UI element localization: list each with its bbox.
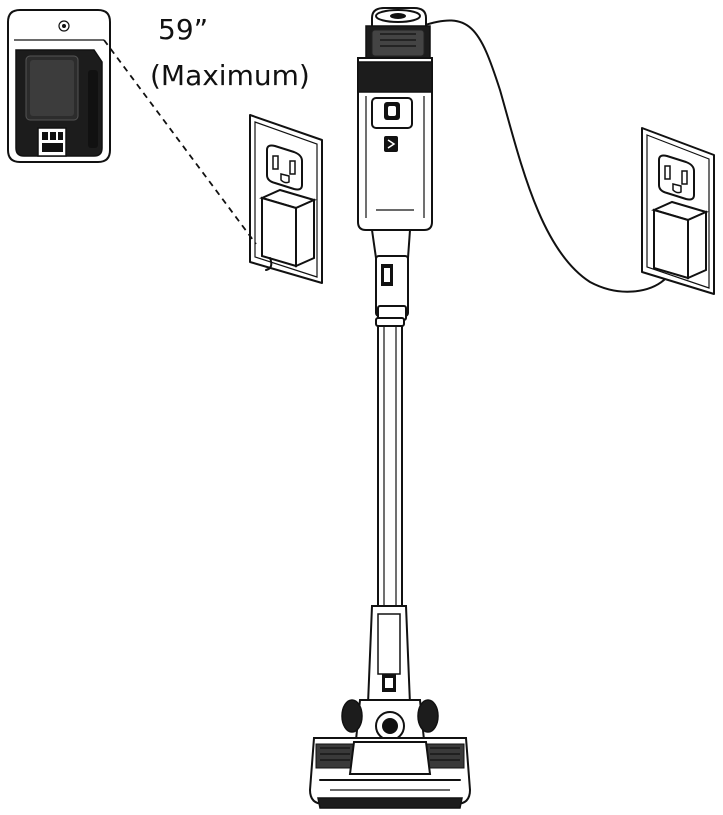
power-adapter-icon xyxy=(651,200,709,280)
dimension-value: 59” xyxy=(158,13,209,46)
wall-mount-dock xyxy=(7,9,111,163)
outlet-receptacle-icon xyxy=(658,154,695,201)
screw-hole-icon xyxy=(58,20,70,32)
charging-cord xyxy=(421,19,665,293)
wall-outlet-left xyxy=(249,114,323,284)
dimension-note: (Maximum) xyxy=(150,59,310,92)
power-adapter-icon xyxy=(259,188,317,268)
outlet-receptacle-icon xyxy=(266,144,303,191)
floor-head xyxy=(308,737,472,809)
wall-outlet-right xyxy=(641,127,715,295)
dimension-line xyxy=(103,39,257,245)
stick-vacuum xyxy=(308,7,472,809)
